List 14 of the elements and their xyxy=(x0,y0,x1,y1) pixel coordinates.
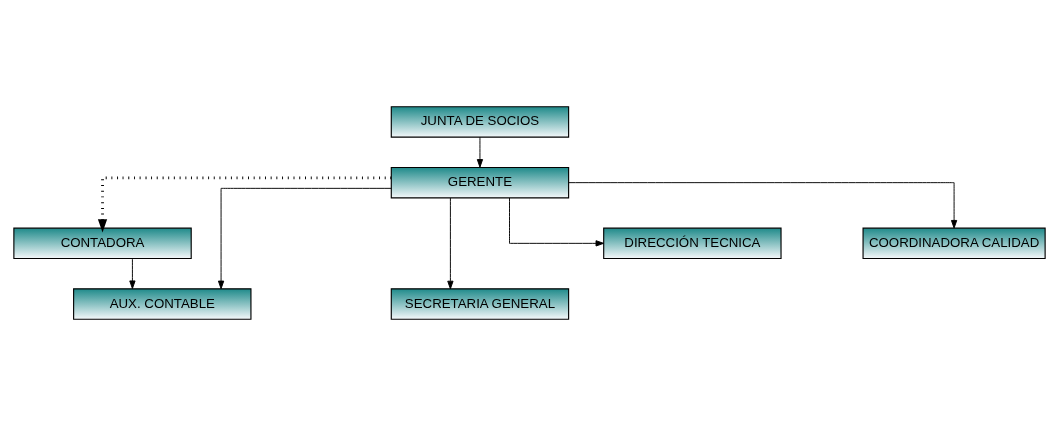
node-box: SECRETARIA GENERAL xyxy=(390,287,570,320)
node-box: COORDINADORA CALIDAD xyxy=(862,227,1046,259)
arrow xyxy=(509,197,605,246)
arrow xyxy=(217,187,392,289)
node-box: AUX. CONTABLE xyxy=(73,287,252,320)
arrow xyxy=(447,197,454,289)
arrow xyxy=(129,257,136,289)
node-box: DIRECCIÓN TECNICA xyxy=(603,227,782,259)
node-box: CONTADORA xyxy=(13,227,192,259)
arrow xyxy=(568,181,958,228)
arrow xyxy=(97,176,392,232)
arrow xyxy=(476,136,484,168)
node-box: JUNTA DE SOCIOS xyxy=(390,105,570,138)
node-box: GERENTE xyxy=(390,166,570,198)
